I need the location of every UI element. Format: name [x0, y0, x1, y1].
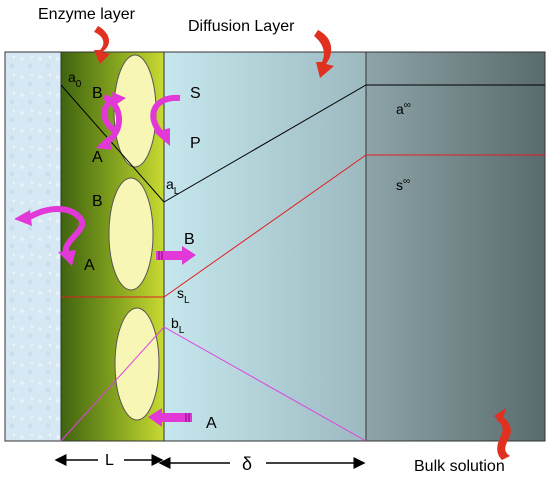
diffusion-layer-region: [163, 51, 367, 442]
L-label: L: [105, 452, 114, 469]
arrowhead: [112, 92, 126, 106]
b-arrow-head: [182, 246, 196, 265]
bL-label: bL: [171, 315, 185, 336]
species-B-top-label: B: [92, 85, 103, 102]
bulk-solution-region: [365, 51, 546, 442]
bulk-solution-label: Bulk solution: [414, 458, 505, 475]
species-B-left-label: B: [92, 193, 103, 210]
aL-label: aL: [166, 176, 180, 197]
arrowhead: [96, 136, 112, 150]
electrode-curved-arrow: [26, 206, 86, 255]
product-P-label: P: [190, 135, 201, 152]
red-curved-arrow-enzyme: [94, 26, 110, 64]
species-A-arrow-label: A: [206, 415, 217, 432]
sL-label: sL: [177, 285, 190, 306]
diffusion-layer-label: Diffusion Layer: [188, 18, 295, 35]
red-curved-arrow-diffusion: [314, 30, 334, 78]
a-arrow-head: [148, 408, 162, 427]
substrate-S-label: S: [190, 85, 201, 102]
arrowhead: [14, 210, 32, 226]
enzyme-particle: [108, 177, 154, 291]
arrowhead: [58, 250, 76, 266]
enzyme-layer-label: Enzyme layer: [38, 6, 136, 23]
species-A-top-label: A: [92, 149, 103, 166]
a0-label: a0: [68, 69, 82, 90]
red-curved-arrow-bulk: [496, 416, 511, 460]
profile-a-line: [60, 84, 545, 203]
s-infinity-label: s∞: [396, 176, 410, 193]
arrowhead: [154, 128, 170, 146]
a-to-b-curved-arrow: [101, 95, 118, 133]
b-arrow-body: [156, 251, 182, 260]
delta-label: δ: [242, 454, 252, 474]
a-arrow-body: [162, 413, 192, 422]
s-to-p-curved-arrow: [150, 94, 181, 137]
species-B-arrow-label: B: [184, 231, 195, 248]
a-infinity-label: a∞: [396, 100, 411, 117]
profile-s-line: [61, 154, 545, 298]
electrode-region: [4, 51, 62, 442]
species-A-left-label: A: [84, 257, 95, 274]
enzyme-particle: [114, 307, 160, 421]
arrowhead: [494, 408, 506, 422]
profile-b-line: [60, 326, 367, 442]
